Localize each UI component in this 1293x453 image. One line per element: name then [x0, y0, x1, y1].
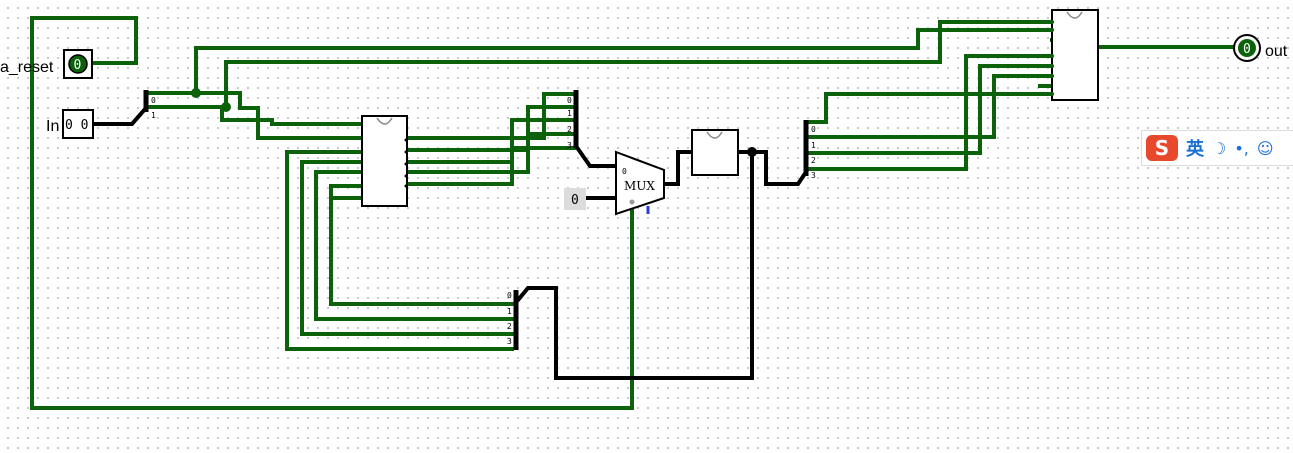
wire-in-bit0[interactable]	[146, 91, 364, 140]
wire-up-b[interactable]	[224, 20, 1054, 109]
register-main[interactable]	[361, 115, 408, 207]
split-label: 1	[567, 109, 572, 118]
wire-outsplit-3[interactable]	[806, 54, 1054, 171]
wire-outsplit-1[interactable]	[806, 74, 1054, 139]
split-label: 3	[507, 337, 512, 346]
input-pin[interactable]: 0 0	[62, 109, 94, 139]
bus-junction	[747, 147, 757, 157]
wire-reg-out-1[interactable]	[404, 105, 576, 152]
wire-reg-in-1[interactable]	[300, 160, 514, 336]
bus-in[interactable]	[92, 105, 149, 126]
green-wires	[30, 16, 1236, 410]
split-label: 0	[151, 96, 156, 105]
wire-up-a[interactable]	[194, 28, 1054, 95]
split-label: 3	[567, 141, 572, 150]
reset-pin-label: a_reset	[0, 59, 54, 76]
split-label: 1	[151, 111, 156, 120]
emoji-icon[interactable]: ☺	[1256, 138, 1274, 158]
split-label: 0	[507, 291, 512, 300]
wire-reg-in-0[interactable]	[285, 150, 514, 351]
mux[interactable]: MUX 0	[615, 150, 665, 216]
bus-to-outsplit[interactable]	[750, 150, 809, 186]
constant-value: 0	[571, 193, 579, 208]
clock-icon	[706, 131, 723, 139]
bus-to-mux[interactable]	[573, 143, 618, 168]
wire-reg-in-2[interactable]	[314, 170, 514, 321]
wire-junction	[221, 102, 231, 112]
mux-select-index: 0	[622, 167, 627, 176]
register-delay[interactable]	[691, 129, 739, 176]
constant-zero[interactable]: 0	[564, 188, 586, 210]
split-label: 2	[567, 125, 572, 134]
splitter-labels: 0 1 0 1 2 3 0 1 2 3 0 1 2 3	[151, 96, 816, 346]
reset-pin[interactable]: 0	[63, 49, 93, 79]
ime-toolbar[interactable]: S 英 ☽ •, ☺	[1141, 130, 1293, 166]
wire-junction	[191, 88, 201, 98]
wire-in-bit1[interactable]	[146, 105, 364, 126]
wire-reg-out-2[interactable]	[404, 118, 576, 164]
split-label: 1	[507, 307, 512, 316]
split-label: 2	[507, 322, 512, 331]
input-pin-label: In	[46, 118, 59, 135]
wire-reg-out-3[interactable]	[404, 132, 576, 174]
wire-reg-out-4[interactable]	[404, 146, 576, 186]
split-label: 0	[811, 125, 816, 134]
wire-reg-in-3[interactable]	[329, 184, 514, 306]
output-pin-value: 0	[1243, 42, 1251, 57]
clock-icon	[376, 117, 393, 125]
split-label: 1	[811, 141, 816, 150]
register-output[interactable]	[1050, 9, 1099, 101]
input-pin-value: 0 0	[65, 118, 88, 133]
clock-icon	[1066, 11, 1083, 19]
mux-label: MUX	[624, 179, 655, 193]
split-label: 2	[811, 156, 816, 165]
ime-language-toggle[interactable]: 英	[1186, 139, 1204, 160]
output-pin-label: out	[1265, 43, 1288, 60]
split-label: 0	[567, 96, 572, 105]
wire-reset-loop[interactable]	[30, 16, 634, 410]
output-pin[interactable]: 0	[1233, 34, 1261, 62]
bus-mux-out[interactable]	[662, 150, 694, 186]
wire-reg-out-0[interactable]	[404, 92, 576, 140]
wire-outsplit-0[interactable]	[806, 92, 1054, 124]
punctuation-icon[interactable]: •,	[1234, 138, 1249, 158]
moon-icon[interactable]: ☽	[1212, 138, 1227, 158]
reset-pin-value: 0	[74, 58, 82, 73]
ime-logo-icon[interactable]: S	[1146, 135, 1178, 161]
wire-outsplit-2[interactable]	[806, 64, 1054, 155]
split-label: 3	[811, 171, 816, 180]
bus-wires	[92, 90, 809, 380]
